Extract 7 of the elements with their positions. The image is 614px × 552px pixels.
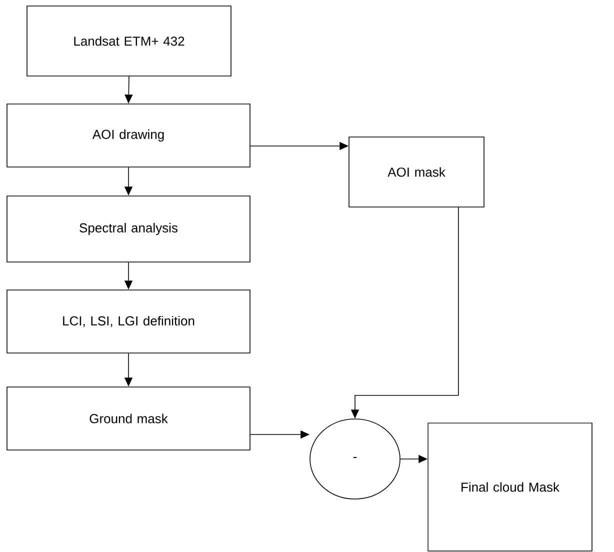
process-box: Final cloud Mask [428, 422, 592, 552]
process-box: LCI, LSI, LGI definition [6, 290, 250, 354]
process-box: AOI drawing [6, 104, 250, 168]
process-box: AOI mask [348, 136, 484, 208]
process-box: Spectral analysis [6, 196, 250, 262]
process-box: Ground mask [6, 386, 250, 450]
process-box: Landsat ETM+ 432 [26, 6, 232, 76]
